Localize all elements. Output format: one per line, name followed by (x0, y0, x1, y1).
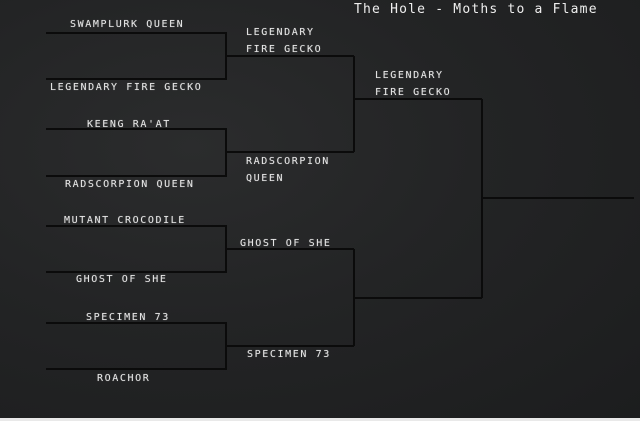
r1-entrant-5: Mutant Crocodile (64, 215, 186, 226)
r3-entrant-1: Legendary Fire Gecko (375, 70, 452, 98)
r1-entrant-4: Radscorpion Queen (65, 179, 195, 190)
r2-entrant-2: Radscorpion Queen (246, 156, 330, 184)
r2-entrant-4: Specimen 73 (247, 349, 331, 360)
r1-entrant-2: Legendary Fire Gecko (50, 82, 203, 93)
r1-match-3-connector (46, 225, 227, 273)
r1-match-2-connector (46, 128, 227, 177)
bracket-title: The Hole - Moths to a Flame (354, 2, 598, 17)
r2-entrant-1: Legendary Fire Gecko (246, 27, 323, 55)
r1-entrant-6: Ghost of She (76, 274, 168, 285)
r1-entrant-8: Roachor (97, 373, 151, 384)
r1-entrant-7: Specimen 73 (86, 312, 170, 323)
r2-entrant-3: Ghost of She (240, 238, 332, 249)
r1-match-4-connector (46, 322, 227, 370)
r1-match-1-connector (46, 32, 227, 80)
r1-entrant-3: Keeng Ra'at (87, 119, 171, 130)
r1-entrant-1: Swamplurk Queen (70, 19, 185, 30)
